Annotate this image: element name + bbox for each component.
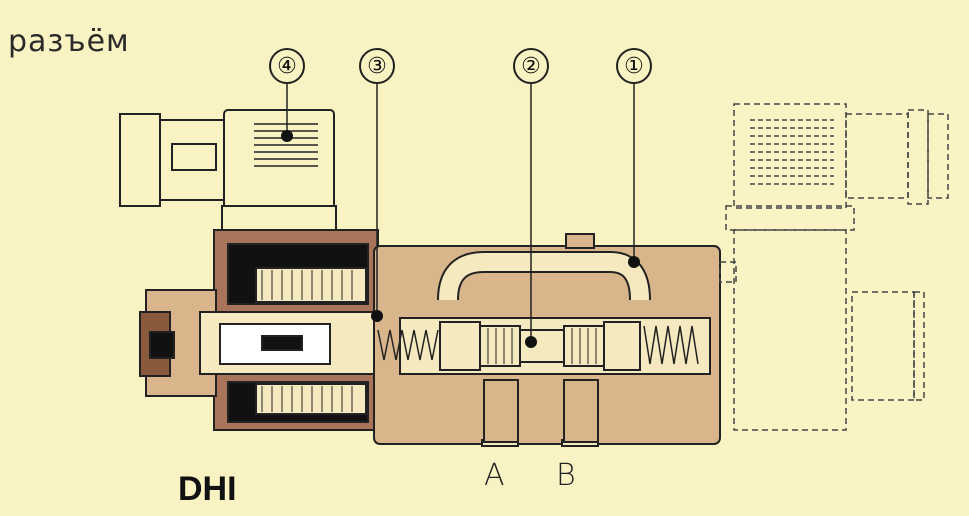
connector-label: разъём [8, 24, 130, 59]
port-label-b: B [556, 458, 576, 493]
coil-windings [261, 270, 353, 412]
connector-plug [119, 109, 337, 233]
callout-4: ④ [269, 48, 305, 84]
manual-override-cap [139, 289, 217, 397]
spring-right [643, 325, 699, 365]
callout-leaders [286, 84, 635, 342]
optional-solenoid-outline [719, 103, 949, 431]
callout-3: ③ [359, 48, 395, 84]
optional-solenoid-grille [750, 119, 834, 185]
port-label-a: A [484, 458, 505, 493]
spool-grooves [487, 328, 597, 364]
callout-1: ① [616, 48, 652, 84]
armature-tube [199, 311, 381, 375]
spool [439, 321, 641, 371]
callout-dots [281, 130, 640, 348]
callout-2: ② [513, 48, 549, 84]
model-label: DHI [178, 470, 237, 508]
spring-left [377, 329, 439, 361]
